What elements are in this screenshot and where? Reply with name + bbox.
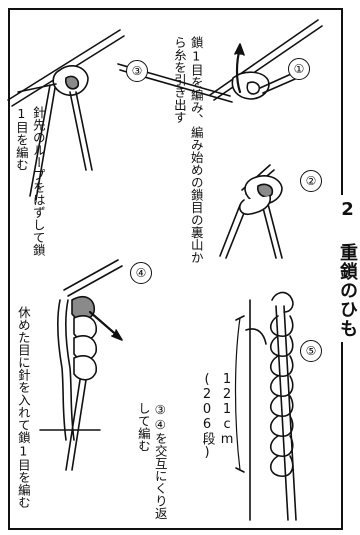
step-5-number: ⑤ [300, 340, 322, 362]
step3-illustration [7, 29, 125, 201]
diagram-frame [8, 8, 343, 530]
step5-illustration [234, 291, 297, 521]
step-1-caption: 鎖1目を編み、編み始めの鎖目の裏山から糸を引き出す [171, 36, 204, 264]
step-2-number: ② [300, 170, 322, 192]
measure-rows: (206段) [199, 372, 215, 460]
step-3-number: ③ [126, 60, 148, 82]
step-4-caption: 休めた目に針を入れて鎖1目を編む [15, 306, 31, 509]
diagram-title: 2 重鎖のひも [334, 195, 360, 342]
step-1-number: ① [288, 58, 310, 80]
step2-illustration [219, 164, 283, 259]
step-3-caption: 針先のループをはずして鎖1目を編む [13, 106, 46, 256]
step-4-number: ④ [130, 262, 152, 284]
measure-length: 121cm [219, 372, 235, 447]
step4-illustration [39, 259, 123, 471]
repeat-note: ③④を交互にくり返して編む [135, 402, 168, 520]
